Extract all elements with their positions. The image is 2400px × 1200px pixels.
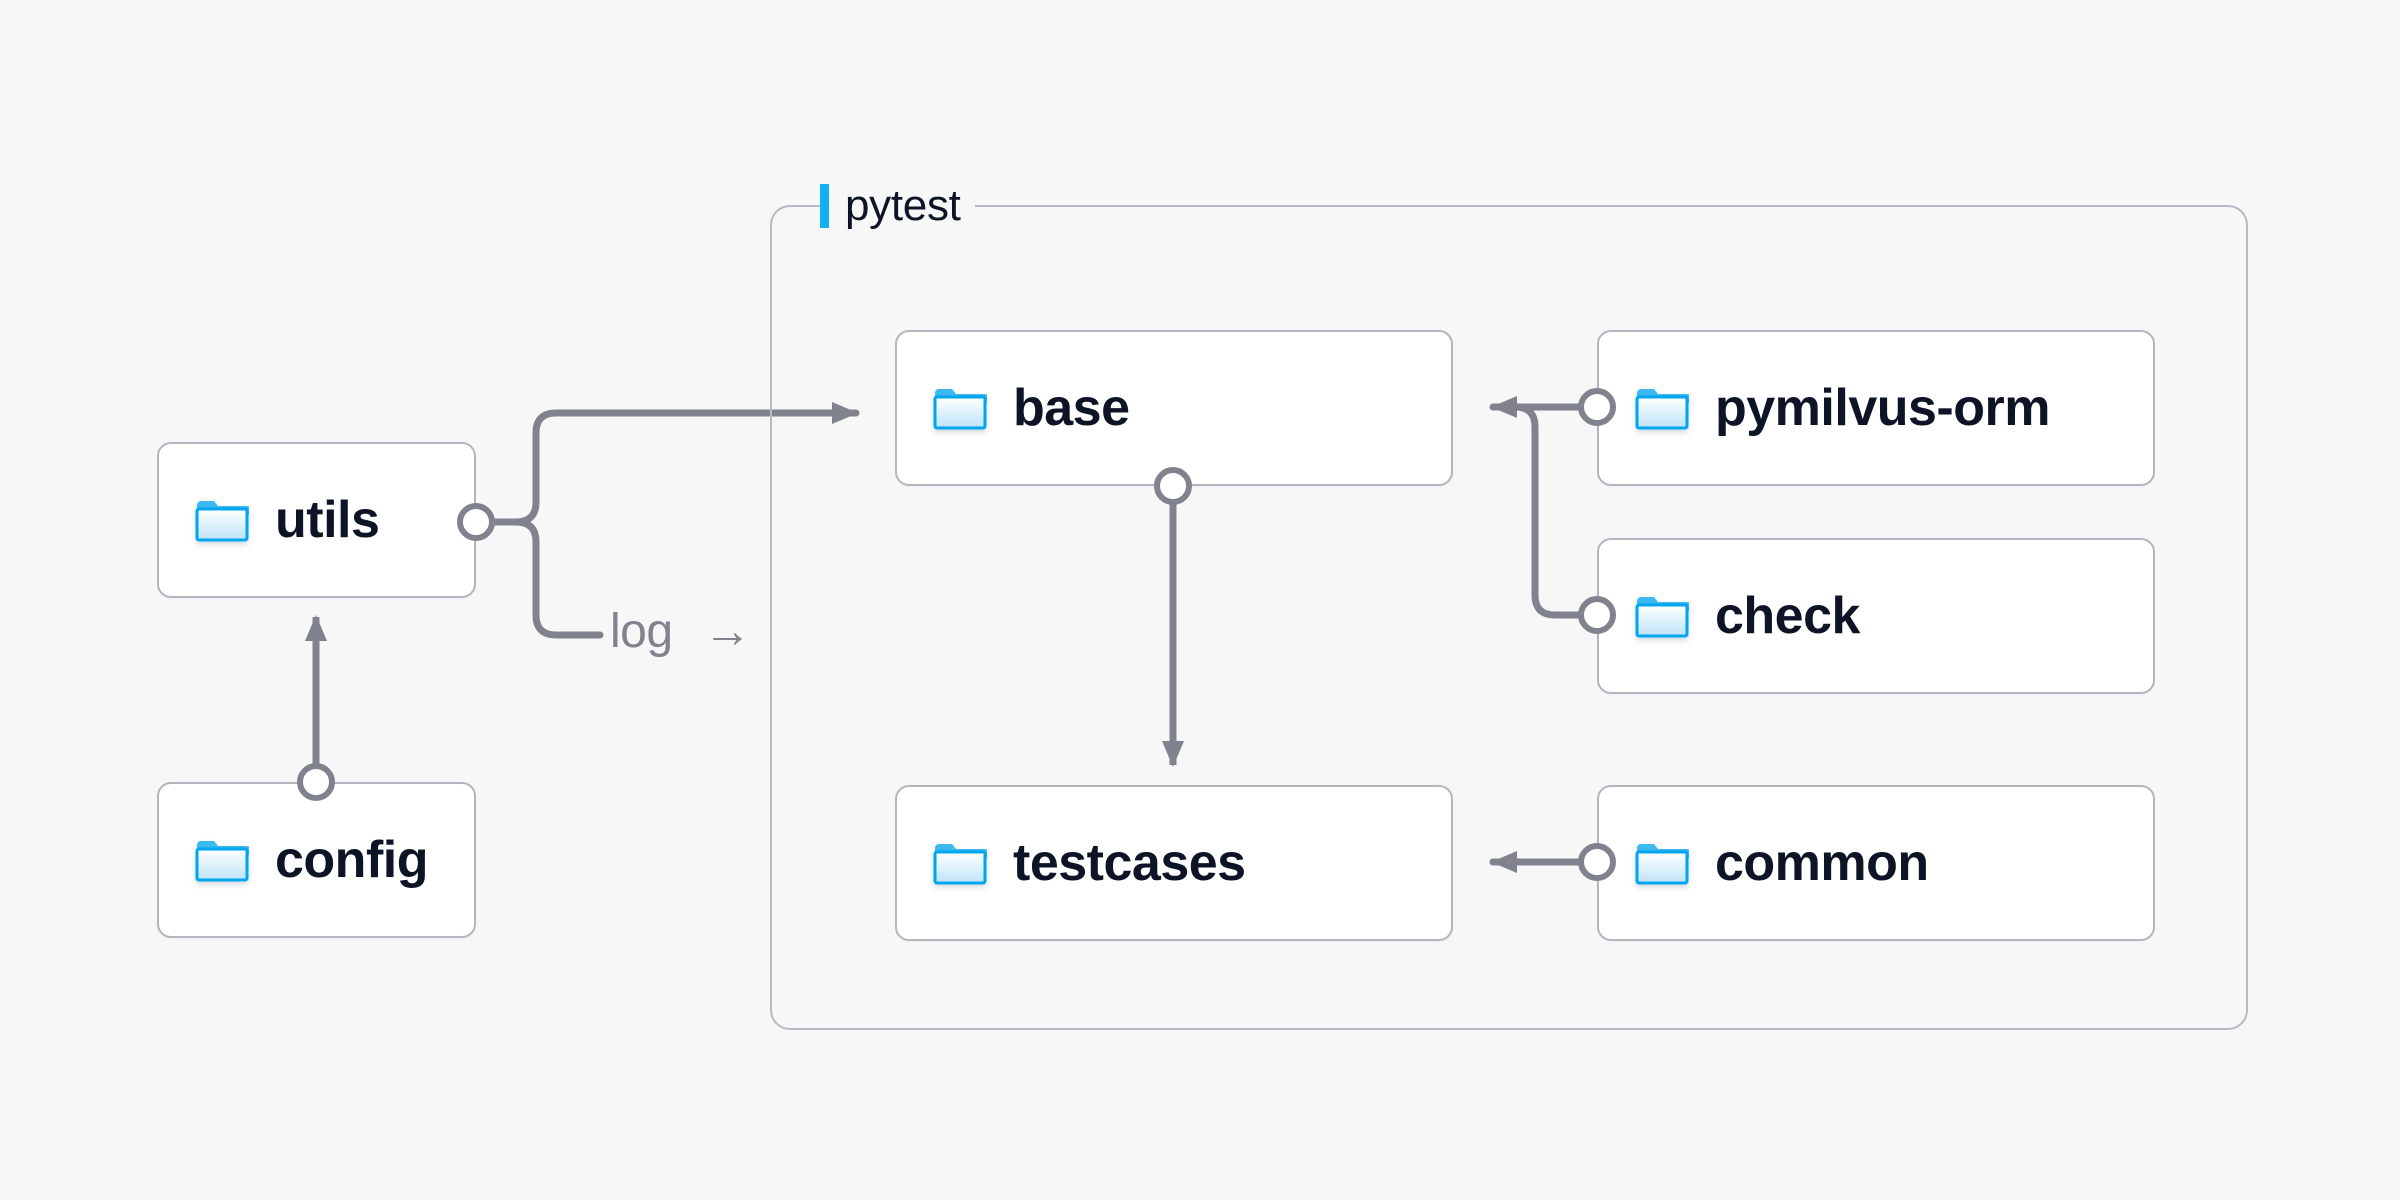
folder-icon [1635, 841, 1689, 885]
node-base[interactable]: base [895, 330, 1453, 486]
group-pytest-label: pytest [820, 183, 975, 229]
node-config-label: config [275, 831, 428, 889]
node-common-label: common [1715, 834, 1929, 892]
group-pytest-title: pytest [845, 181, 961, 230]
group-pytest [770, 205, 2248, 1030]
node-common[interactable]: common [1597, 785, 2155, 941]
node-pymilvus-orm[interactable]: pymilvus-orm [1597, 330, 2155, 486]
node-pymilvus-orm-label: pymilvus-orm [1715, 379, 2050, 437]
folder-icon [195, 838, 249, 882]
node-testcases[interactable]: testcases [895, 785, 1453, 941]
edge-utils-to-log [472, 518, 604, 639]
folder-icon [933, 841, 987, 885]
edge-label-log-text: log [610, 605, 673, 658]
folder-icon [1635, 386, 1689, 430]
node-utils-label: utils [275, 491, 380, 549]
node-testcases-label: testcases [1013, 834, 1246, 892]
node-utils[interactable]: utils [157, 442, 476, 598]
node-check-label: check [1715, 587, 1860, 645]
arrow-right-icon: → [703, 605, 751, 658]
node-base-label: base [1013, 379, 1130, 437]
folder-icon [195, 498, 249, 542]
node-check[interactable]: check [1597, 538, 2155, 694]
accent-bar-icon [820, 184, 829, 228]
folder-icon [933, 386, 987, 430]
edge-label-log: log → [604, 608, 757, 656]
node-config[interactable]: config [157, 782, 476, 938]
folder-icon [1635, 594, 1689, 638]
